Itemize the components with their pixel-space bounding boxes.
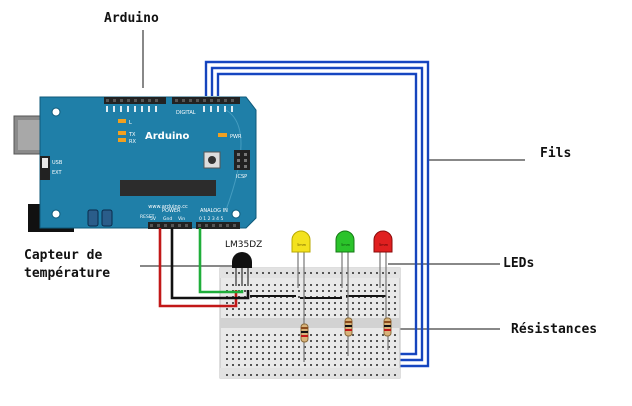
resistances-label: Résistances xyxy=(511,322,598,337)
capacitor-1 xyxy=(87,209,99,227)
black-wire-gnd xyxy=(170,228,250,300)
sensor-body xyxy=(232,252,252,268)
sensor-model-label: LM35DZ xyxy=(225,240,262,250)
breadboard-holes xyxy=(226,272,396,376)
resistor-2 xyxy=(344,317,353,356)
led-l-indicator xyxy=(118,119,126,123)
led-red-body xyxy=(373,230,393,253)
arduino-label: Arduino xyxy=(104,11,159,26)
pwr-led xyxy=(218,133,227,137)
analog-pins-label: 0 1 2 3 4 5 xyxy=(199,216,223,222)
led-rx-label: RX xyxy=(129,139,136,145)
reset-button-cap xyxy=(208,156,216,164)
icsp-header xyxy=(234,150,250,170)
power-header xyxy=(148,222,192,229)
capteur-label-line1: Capteur de xyxy=(24,248,103,263)
power-header-label: POWER xyxy=(162,208,181,214)
capacitor-2 xyxy=(101,209,113,227)
led-tx-indicator xyxy=(118,131,126,135)
led-green-body xyxy=(335,230,355,253)
reset-label: RESET xyxy=(140,214,155,220)
led-green: 5mm xyxy=(335,230,355,320)
led-red-text: 5mm xyxy=(379,243,389,247)
board-logo: Arduino xyxy=(145,131,189,142)
led-rx-indicator xyxy=(118,138,126,142)
analog-header-label: ANALOG IN xyxy=(200,208,228,214)
leds-group: 5mm 5mm 5mm xyxy=(291,230,393,320)
temperature-sensor: LM35DZ xyxy=(225,240,262,286)
microcontroller-chip xyxy=(120,180,216,196)
leds-label: LEDs xyxy=(503,256,535,271)
capteur-label-line2: température xyxy=(24,266,111,281)
arduino-board: DIGITAL L TX RX Arduino PWR ICSP USB EXT xyxy=(39,96,257,229)
led-yellow-body xyxy=(291,230,311,253)
breadboard-center-channel xyxy=(220,318,400,328)
led-l-label: L xyxy=(129,120,132,126)
led-tx-label: TX xyxy=(128,132,136,138)
ground-jumpers xyxy=(250,295,386,299)
green-wire-a0 xyxy=(198,228,244,294)
icsp-label: ICSP xyxy=(236,174,247,180)
led-red: 5mm xyxy=(373,230,393,320)
jumper-usb-label: USB xyxy=(52,160,63,166)
led-green-text: 5mm xyxy=(341,243,351,247)
analog-header xyxy=(196,222,240,229)
led-yellow-text: 5mm xyxy=(297,243,307,247)
resistor-3 xyxy=(383,317,392,350)
pin-gnd-label: Gnd xyxy=(163,216,172,222)
digital-header-label: DIGITAL xyxy=(176,110,196,116)
pin-5v-label: 5V xyxy=(150,216,157,222)
pwr-label: PWR xyxy=(230,134,242,140)
breadboard xyxy=(219,267,401,379)
resistors-group xyxy=(300,317,392,362)
led-yellow: 5mm xyxy=(291,230,311,320)
fils-label: Fils xyxy=(540,146,572,161)
jumper-ext-label: EXT xyxy=(52,170,62,176)
sensor-wires xyxy=(158,228,250,308)
leader-lines xyxy=(140,30,525,330)
website-label: www.arduino.cc xyxy=(148,204,188,210)
resistor-1 xyxy=(300,318,309,362)
pin-vin-label: Vin xyxy=(178,216,185,222)
